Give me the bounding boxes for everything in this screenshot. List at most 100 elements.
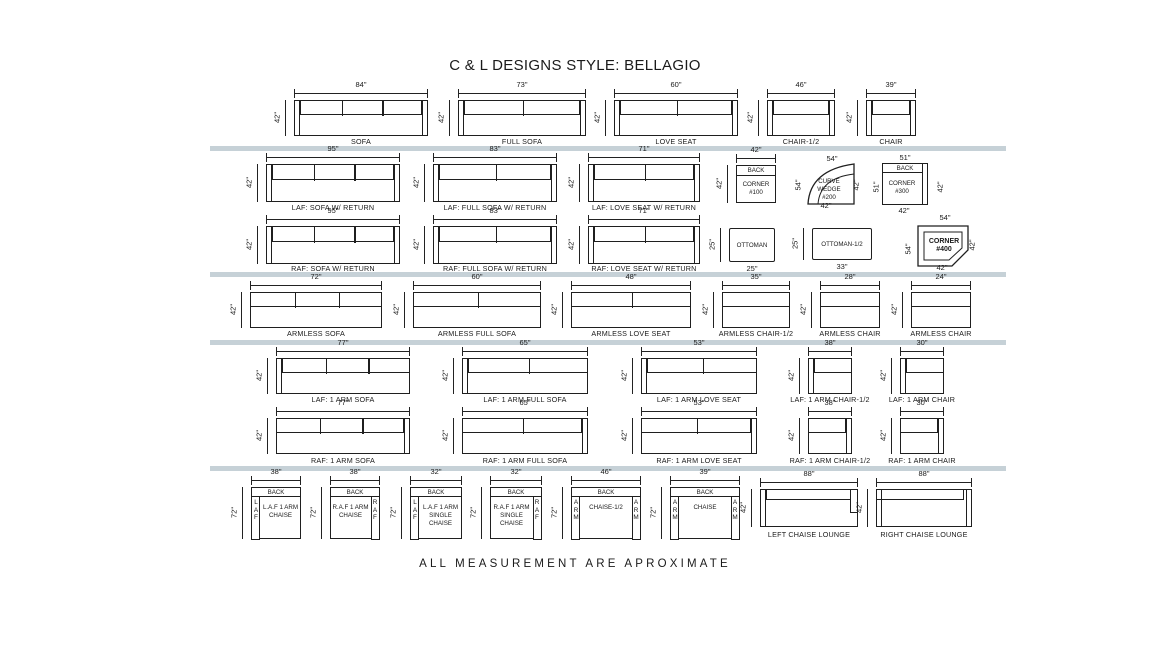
back-cushion — [766, 489, 856, 500]
cushion-divider — [529, 359, 531, 374]
dimension-line — [605, 100, 606, 136]
height-dimension — [723, 165, 732, 203]
dimension-tick — [767, 89, 768, 98]
piece-label: LAF: 1 ARM FULL SOFA — [483, 395, 567, 404]
dimension-tick — [690, 281, 691, 290]
dimension-line — [413, 285, 541, 286]
piece-label: FULL SOFA — [501, 137, 543, 146]
width-dimension — [588, 153, 700, 162]
cushion-divider — [703, 359, 705, 374]
dimension-line — [276, 351, 410, 352]
width-value: 38" — [349, 467, 361, 476]
dimension-tick — [250, 281, 251, 290]
piece-label: LEFT CHAISE LOUNGE — [767, 530, 851, 539]
dimension-tick — [462, 347, 463, 356]
width-dimension — [767, 89, 835, 98]
sofa-outline — [866, 100, 916, 136]
sofa-outline — [808, 358, 852, 394]
back-label: BACK — [896, 165, 914, 172]
height-dimension — [449, 358, 458, 394]
dimension-line — [462, 351, 588, 352]
dimension-line — [458, 93, 586, 94]
section-separator — [210, 340, 1006, 345]
height-value: 42" — [391, 304, 401, 316]
arm-rest — [846, 418, 852, 454]
sofa-outline — [266, 226, 400, 264]
sofa-outline — [250, 292, 382, 328]
cushion-divider — [697, 419, 699, 434]
height-dimension — [716, 228, 725, 262]
dimension-tick — [588, 153, 589, 162]
dimension-tick — [381, 281, 382, 290]
width-value: 71" — [638, 144, 650, 153]
sofa-outline — [820, 292, 880, 328]
dimension-tick — [413, 281, 414, 290]
piece-label: ARMLESS CHAIR — [819, 329, 881, 338]
piece-label: RAF: FULL SOFA W/ RETURN — [443, 264, 547, 273]
cushion-divider — [645, 227, 647, 243]
dimension-tick — [879, 281, 880, 290]
cushion-divider — [382, 101, 384, 116]
piece-label: RAF: 1 ARM CHAIR-1/2 — [789, 456, 871, 465]
width-value: 53" — [693, 398, 705, 407]
dimension-line — [481, 487, 482, 539]
height-value: 54" — [793, 179, 803, 191]
back-cushion — [911, 292, 971, 307]
width-value: 77" — [337, 398, 349, 407]
height-dimension — [747, 489, 756, 527]
height-dimension — [799, 228, 808, 260]
back-label: BACK — [696, 489, 714, 496]
height-value: 42" — [889, 304, 899, 316]
height-value: 42" — [619, 370, 629, 382]
height-dimension — [575, 226, 584, 264]
back-panel — [670, 487, 740, 497]
width-value: 30" — [916, 398, 928, 407]
arm-rest — [829, 100, 835, 136]
back-cushion — [820, 292, 880, 307]
piece-label: RAF: 1 ARM LOVE SEAT — [656, 456, 742, 465]
width-dimension — [588, 215, 700, 224]
dimension-line — [891, 418, 892, 454]
height-value: 42" — [272, 112, 282, 124]
arm-rest — [394, 164, 400, 202]
back-panel — [251, 487, 301, 497]
height-value: 42" — [566, 239, 576, 251]
dimension-line — [811, 292, 812, 328]
lounge-end — [966, 489, 972, 527]
back-cushion — [272, 164, 394, 181]
sofa-outline — [433, 226, 557, 264]
sofa-outline — [900, 358, 944, 394]
cushion-divider — [319, 419, 321, 434]
width-value: 42" — [820, 201, 832, 210]
width-value: 60" — [670, 80, 682, 89]
dimension-line — [866, 93, 916, 94]
cushion-divider — [632, 293, 634, 308]
arm-rest — [266, 164, 272, 202]
height-dimension — [237, 292, 246, 328]
dimension-tick — [775, 154, 776, 163]
dimension-tick — [756, 347, 757, 356]
back-cushion — [808, 418, 846, 433]
dimension-line — [266, 157, 400, 158]
corner-outline — [917, 225, 969, 267]
dimension-line — [767, 93, 835, 94]
dimension-tick — [276, 347, 277, 356]
back-cushion — [250, 292, 382, 308]
sofa-outline — [462, 418, 588, 454]
width-dimension — [294, 89, 428, 98]
dimension-tick — [462, 407, 463, 416]
piece-label: LAF: FULL SOFA W/ RETURN — [443, 203, 547, 212]
cushion-divider — [496, 165, 498, 181]
cushion-divider — [339, 293, 341, 308]
piece-label: LAF: SOFA W/ RETURN — [291, 203, 375, 212]
dimension-tick — [427, 89, 428, 98]
dimension-tick — [399, 153, 400, 162]
dimension-line — [433, 157, 557, 158]
width-value: 46" — [795, 80, 807, 89]
